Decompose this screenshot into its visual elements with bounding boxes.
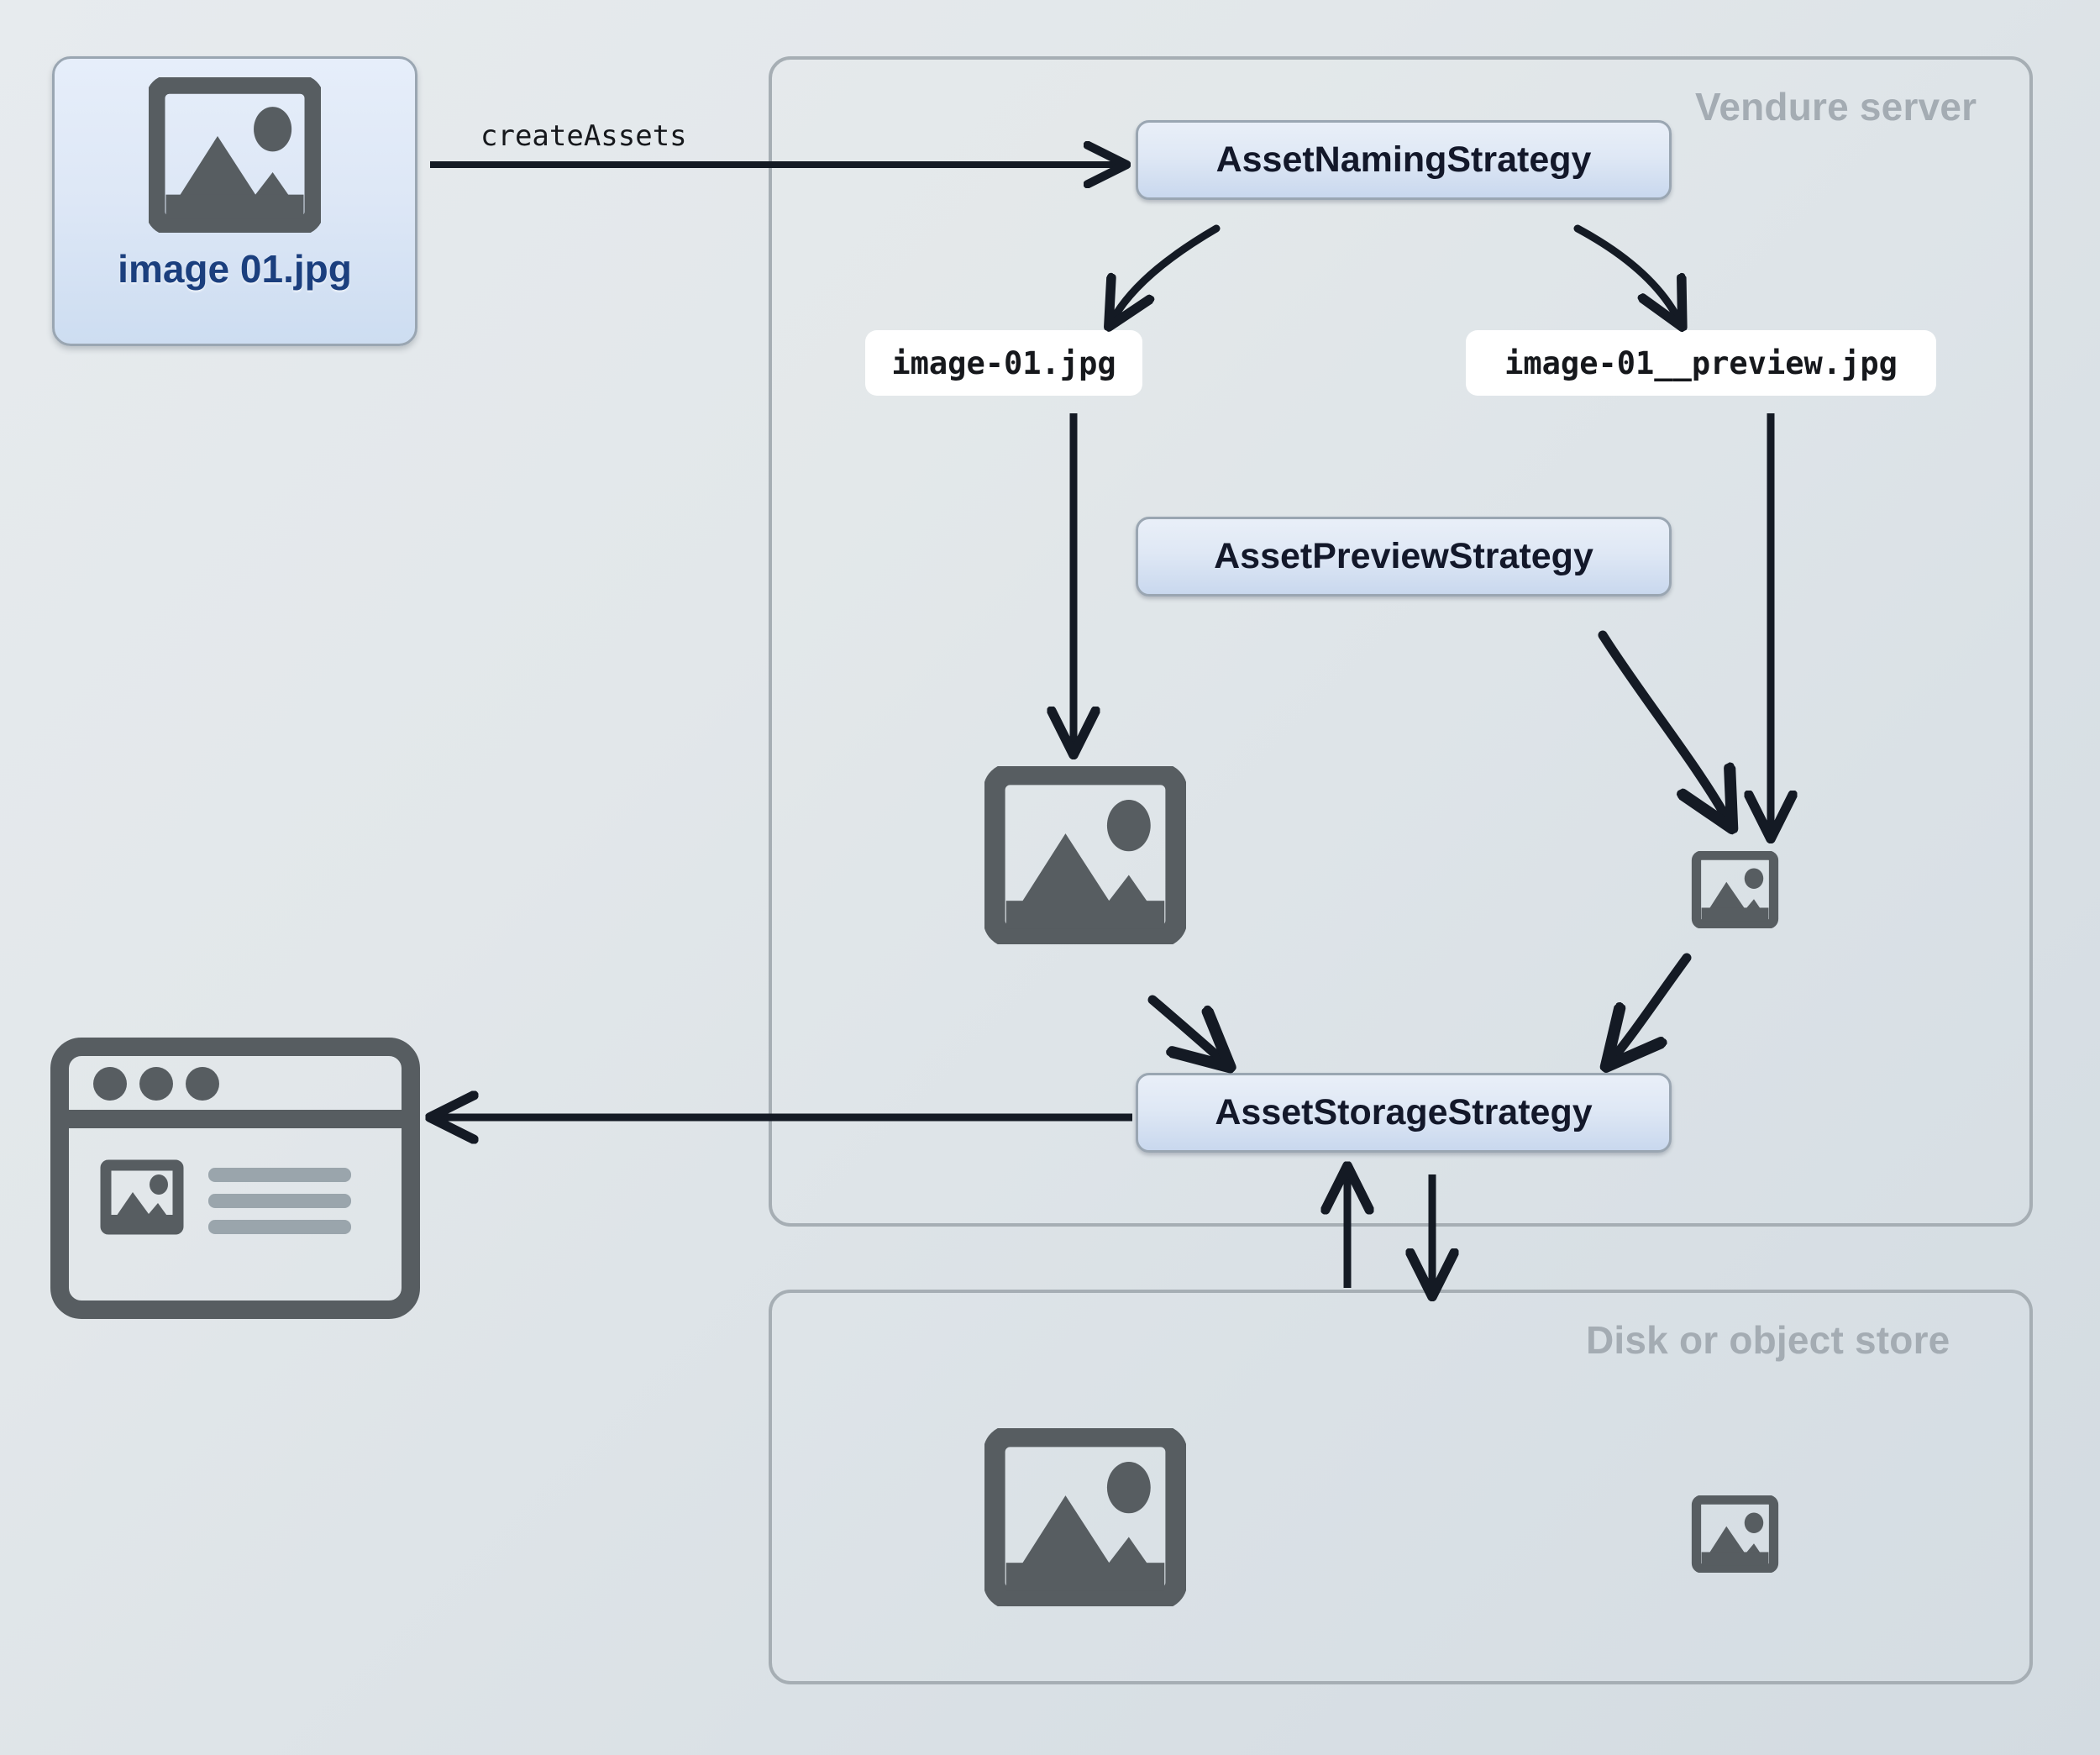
asset-storage-strategy-box[interactable]: AssetStorageStrategy bbox=[1136, 1073, 1672, 1153]
group-label-disk-or-object-store: Disk or object store bbox=[1586, 1318, 1950, 1362]
create-assets-label: createAssets bbox=[480, 119, 687, 153]
browser-window-icon[interactable] bbox=[50, 1038, 420, 1319]
source-filename-label: image-01.jpg bbox=[891, 344, 1116, 381]
server-source-image-icon bbox=[984, 766, 1186, 944]
preview-filename-label: image-01__preview.jpg bbox=[1504, 344, 1898, 381]
stored-preview-image-icon bbox=[1691, 1495, 1779, 1573]
asset-storage-strategy-label: AssetStorageStrategy bbox=[1215, 1092, 1593, 1132]
asset-preview-strategy-label: AssetPreviewStrategy bbox=[1214, 536, 1593, 576]
source-asset-label: image 01.jpg bbox=[118, 247, 352, 291]
group-disk-or-object-store bbox=[769, 1290, 2033, 1684]
source-filename-chip: image-01.jpg bbox=[865, 330, 1142, 396]
stored-source-image-icon bbox=[984, 1428, 1186, 1606]
group-vendure-server bbox=[769, 56, 2033, 1227]
group-label-vendure-server: Vendure server bbox=[1695, 85, 1977, 129]
preview-filename-chip: image-01__preview.jpg bbox=[1466, 330, 1936, 396]
asset-naming-strategy-label: AssetNamingStrategy bbox=[1215, 139, 1592, 180]
source-asset-card[interactable]: image 01.jpg bbox=[52, 56, 417, 346]
asset-preview-strategy-box[interactable]: AssetPreviewStrategy bbox=[1136, 517, 1672, 596]
image-icon bbox=[149, 77, 321, 233]
asset-naming-strategy-box[interactable]: AssetNamingStrategy bbox=[1136, 120, 1672, 200]
server-preview-image-icon bbox=[1691, 851, 1779, 928]
